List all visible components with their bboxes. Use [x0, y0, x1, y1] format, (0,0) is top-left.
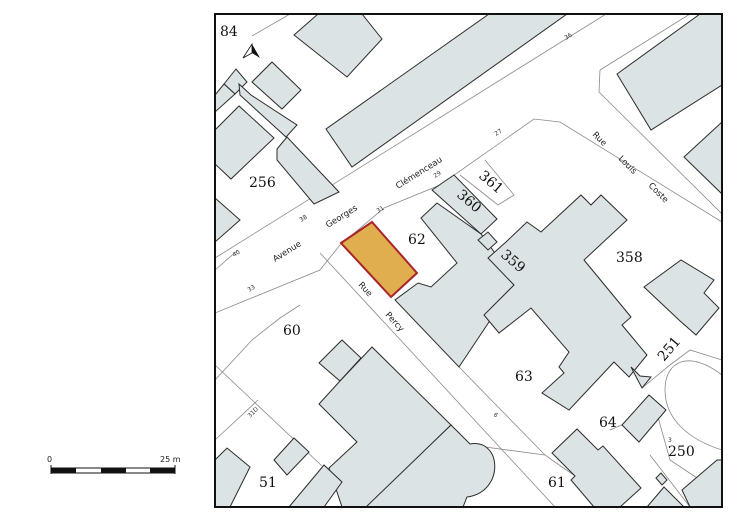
- parcel-label: 60: [283, 323, 301, 339]
- house-number: 31: [375, 205, 385, 215]
- parcel-label: 256: [249, 175, 276, 191]
- map-frame: [214, 13, 723, 508]
- house-number: 40: [231, 249, 241, 259]
- parcel-label: 61: [548, 475, 566, 491]
- parcel-label: 84: [220, 24, 238, 40]
- house-number: 6: [492, 411, 500, 419]
- parcel-label: 51: [259, 475, 277, 491]
- house-number: 38: [298, 214, 308, 224]
- house-number: 36: [563, 32, 573, 42]
- north-arrow-icon: [242, 42, 260, 59]
- highlighted-parcel[interactable]: [339, 220, 419, 299]
- scale-start-label: 0: [47, 455, 52, 464]
- scale-bar: 0 25 m: [47, 455, 181, 474]
- house-number: 3: [668, 437, 672, 444]
- parcel-label: 62: [408, 232, 426, 248]
- parcel-label: 64: [599, 415, 617, 431]
- house-number: 33: [246, 284, 256, 294]
- house-number: 29: [432, 170, 442, 180]
- parcel-lines: [215, 14, 722, 507]
- scale-end-label: 25 m: [160, 455, 181, 464]
- buildings: [215, 14, 722, 507]
- parcel-label: 358: [616, 250, 643, 266]
- parcel-label: 63: [515, 369, 533, 385]
- house-number: 27: [493, 128, 503, 138]
- parcel-label: 250: [668, 444, 695, 460]
